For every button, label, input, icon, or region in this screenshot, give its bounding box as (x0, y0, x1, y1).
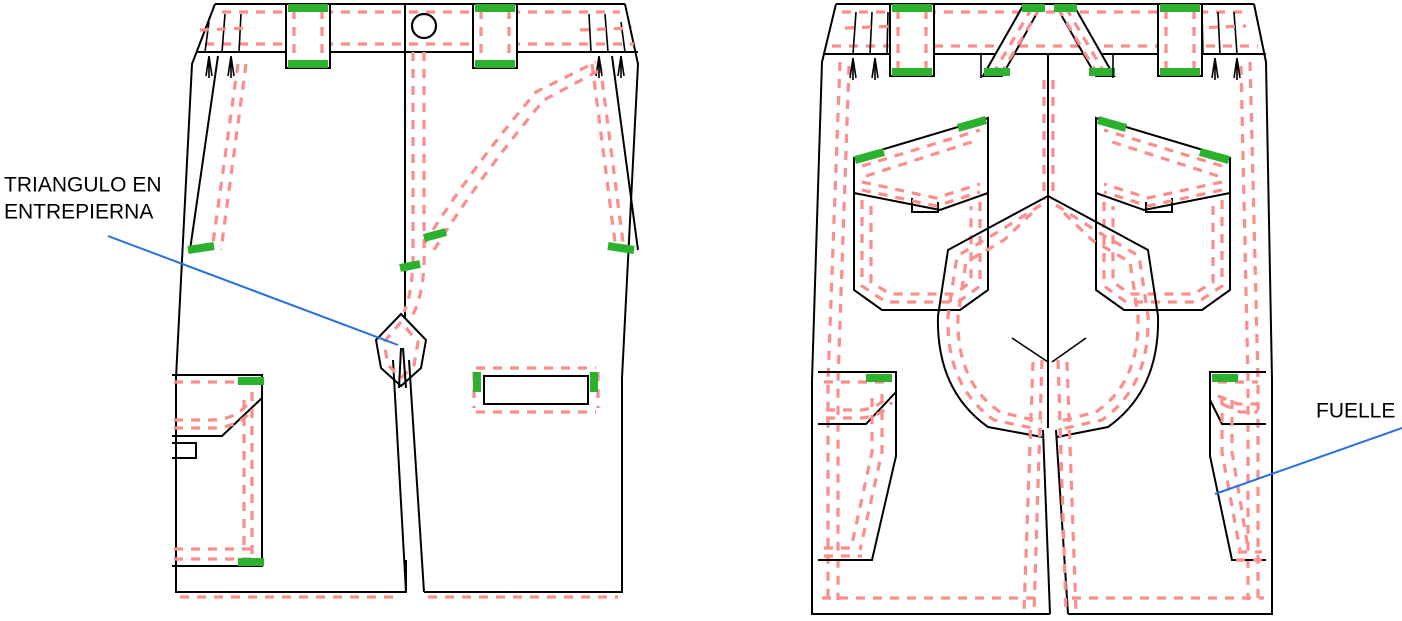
callout-triangulo-en-entrepierna: TRIANGULO EN ENTREPIERNA (4, 174, 399, 346)
callout-fuelle: FUELLE (1214, 400, 1402, 495)
back-left-patch-pocket (853, 116, 989, 311)
back-left-side-cargo-pocket (818, 371, 897, 561)
callout-triangulo-label-line2: ENTREPIERNA (4, 201, 153, 224)
front-left-pocket-opening (189, 55, 248, 251)
front-waistband-stitching (205, 10, 634, 46)
back-view-group (811, 3, 1273, 615)
front-right-pocket-opening (590, 55, 639, 251)
front-right-waistband-ticks (579, 13, 633, 78)
callout-triangulo-leader-line (107, 235, 399, 346)
callout-triangulo-label-line1: TRIANGULO EN (4, 174, 162, 197)
back-right-side-cargo-pocket (1209, 371, 1266, 562)
front-belt-loop-right (472, 3, 518, 69)
callout-fuelle-label: FUELLE (1316, 400, 1395, 423)
back-belt-loop-left (889, 3, 935, 77)
callout-fuelle-leader-line (1214, 427, 1402, 495)
front-seam-bartacks (187, 228, 635, 272)
front-crotch-triangle-gusset (374, 312, 428, 389)
front-fly-stitching (402, 52, 601, 317)
front-button (410, 12, 438, 40)
front-left-cargo-pocket (172, 374, 264, 567)
back-right-patch-pocket (1095, 116, 1231, 311)
front-view-group (172, 3, 640, 599)
front-left-waistband-ticks (199, 13, 251, 78)
back-center-v-belt-loops (980, 3, 1116, 200)
front-belt-loop-left (285, 3, 331, 69)
front-right-welt-pocket (472, 366, 600, 414)
back-left-waistband-ticks (844, 11, 899, 80)
back-seat-reinforcement-panel (936, 195, 1160, 613)
back-side-seam-stitching (826, 61, 1260, 600)
back-belt-loop-right (1157, 3, 1203, 77)
